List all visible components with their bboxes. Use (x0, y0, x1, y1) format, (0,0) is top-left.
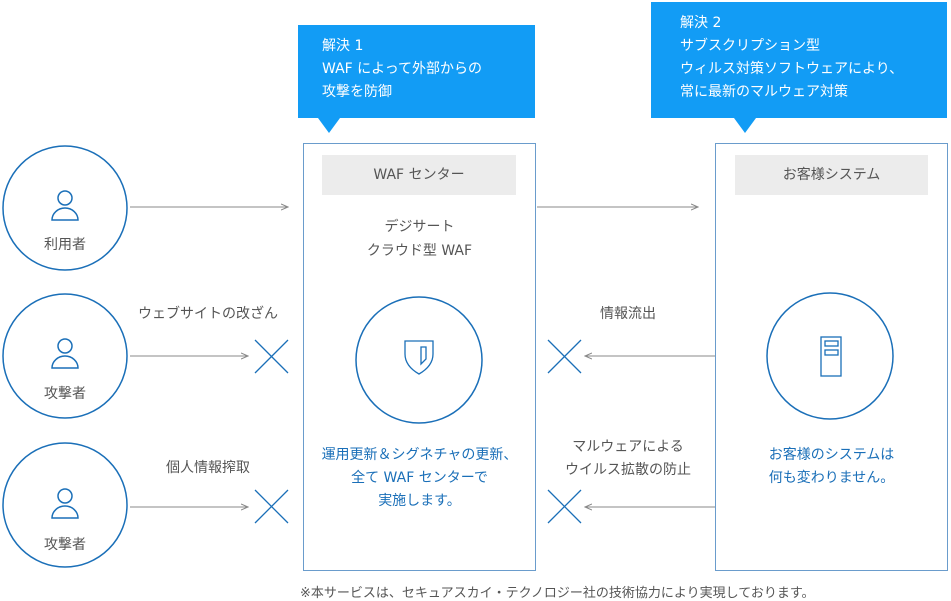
actor-label: 攻撃者 (44, 537, 86, 553)
waf-circle (355, 296, 483, 424)
blocked-x-icon (547, 339, 582, 374)
malware-label-line: ウイルス拡散の防止 (565, 462, 691, 478)
customer-description: お客様のシステムは 何も変わりません。 (715, 444, 948, 490)
callout-text: 常に最新のマルウェア対策 (680, 84, 848, 100)
waf-description: 運用更新＆シグネチャの更新、 全て WAF センターで 実施します。 (303, 444, 536, 513)
callout-text: サブスクリプション型 (680, 38, 820, 54)
waf-desc-line: 実施します。 (378, 493, 461, 509)
customer-desc-line: 何も変わりません。 (768, 470, 895, 486)
callout-solution-2: 解決 2 サブスクリプション型 ウィルス対策ソフトウェアにより、 常に最新のマル… (651, 2, 947, 133)
callout-text: WAF によって外部からの (322, 61, 483, 77)
leak-label: 情報流出 (600, 306, 656, 322)
actor-circle (2, 145, 128, 271)
callout-pointer (318, 118, 340, 133)
waf-desc-line: 運用更新＆シグネチャの更新、 (321, 447, 518, 463)
waf-subtitle-line: デジサート (384, 219, 455, 235)
customer-circle (766, 292, 894, 420)
waf-subtitle-line: クラウド型 WAF (366, 243, 473, 259)
malware-label-line: マルウェアによる (572, 439, 684, 455)
footnote: ※本サービスは、セキュアスカイ・テクノロジー社の技術協力により実現しております。 (300, 586, 815, 601)
user-icon (51, 488, 79, 519)
customer-system-box (715, 143, 948, 571)
waf-subtitle: デジサート クラウド型 WAF (303, 215, 536, 263)
actor-label: 利用者 (44, 237, 86, 253)
callout-text: 攻撃を防御 (322, 84, 392, 100)
shield-icon (404, 340, 434, 375)
blocked-x-icon (547, 489, 582, 524)
server-icon (820, 336, 842, 377)
defacement-label: ウェブサイトの改ざん (138, 306, 278, 322)
callout-text: ウィルス対策ソフトウェアにより、 (680, 61, 904, 77)
malware-label: マルウェアによる ウイルス拡散の防止 (545, 436, 711, 482)
actor-circle (2, 293, 128, 419)
waf-desc-line: 全て WAF センターで (351, 470, 488, 486)
waf-center-box (303, 143, 536, 571)
theft-label: 個人情報搾取 (166, 460, 250, 476)
customer-desc-line: お客様のシステムは (768, 447, 895, 463)
callout-title: 解決 2 (680, 15, 722, 31)
callout-title: 解決 1 (322, 38, 364, 54)
actor-circle (2, 442, 128, 568)
customer-system-header: お客様システム (735, 155, 928, 195)
callout-pointer (734, 118, 756, 133)
callout-solution-1: 解決 1 WAF によって外部からの 攻撃を防御 (298, 25, 535, 133)
user-icon (51, 338, 79, 369)
waf-center-header: WAF センター (322, 155, 516, 195)
blocked-x-icon (254, 489, 289, 524)
actor-label: 攻撃者 (44, 386, 86, 402)
blocked-x-icon (254, 339, 289, 374)
user-icon (51, 190, 79, 221)
